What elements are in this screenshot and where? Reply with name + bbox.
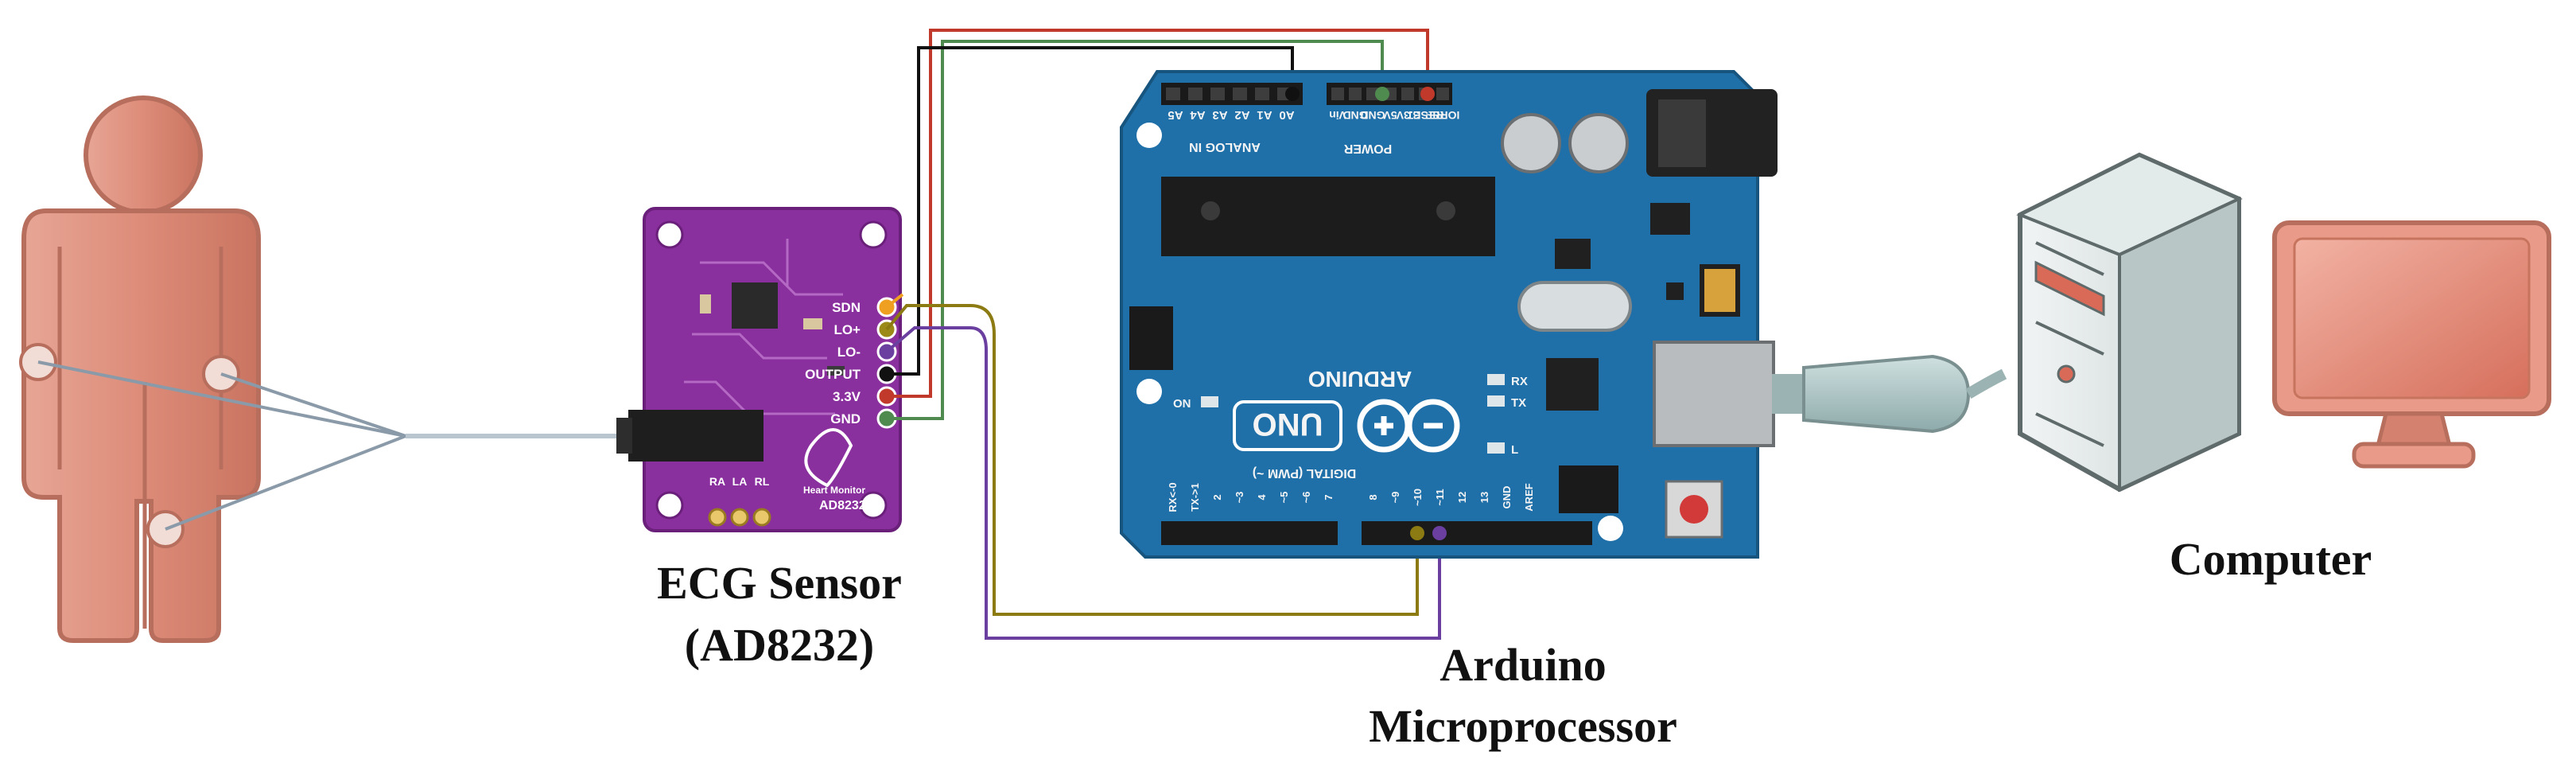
ecg-pin-sdn-label: SDN [832,300,861,315]
electrode-lead-wires [37,360,636,531]
arduino-pin-d1-label: TX->1 [1189,483,1201,512]
arduino-pin-d8-label: 8 [1367,494,1379,500]
ecg-pin-output-label: OUTPUT [805,367,861,382]
arduino-pin-vin-label: Vin [1329,109,1346,122]
computer-caption: Computer [2170,533,2372,585]
arduino-pin-d13-label: 13 [1478,492,1490,503]
ecg-pin-la-label: LA [732,475,748,488]
arduino-pin-d7-label: 7 [1323,494,1335,500]
ecg-pin-ra-label: RA [709,475,725,488]
arduino-pin-5v-label: 5V [1383,109,1397,122]
arduino-pin-a2-label: A2 [1234,108,1249,122]
arduino-pin-d11-label: ~11 [1434,489,1446,505]
computer-monitor-icon [2272,220,2551,469]
arduino-pin-d5-label: ~5 [1278,492,1290,504]
ecg-subtitle-label: Heart Monitor [803,485,865,496]
arduino-pin-d2-label: 2 [1211,494,1223,500]
arduino-reset-button-icon [1680,495,1708,524]
arduino-pin-a0-label: A0 [1279,108,1294,122]
arduino-pin-d6-label: ~6 [1300,492,1312,504]
arduino-model-label: UNO [1253,407,1323,442]
ecg-part-label: AD8232 [819,499,866,512]
arduino-pin-aref-label: AREF [1523,483,1535,511]
arduino-infinity-logo-icon [1357,399,1460,453]
arduino-pin-a1-label: A1 [1257,108,1272,122]
arduino-pin-reset-label: RESET [1406,109,1443,122]
arduino-logo-text: ARDUINO [1308,367,1412,391]
led-tx-label: TX [1511,396,1526,410]
wire-lo-plus [885,304,1419,616]
led-rx-label: RX [1511,375,1528,388]
arduino-board: A5 A4 A3 A2 A1 A0 ANALOG IN Vin GND GND … [1120,70,1778,559]
arduino-pin-gnd3-label: GND [1501,486,1513,509]
wire-3v3 [887,29,1429,398]
wire-output [887,46,1294,376]
arduino-pin-d3-label: ~3 [1234,492,1245,504]
ecg-sensor-caption: ECG Sensor [657,557,902,609]
arduino-pin-gnd1-label: GND [1342,109,1367,122]
arduino-pin-ioref-label: IOREF [1425,109,1459,122]
microprocessor-caption: Microprocessor [1369,700,1677,752]
power-header: POWER [1343,142,1392,155]
arduino-pin-d9-label: ~9 [1389,492,1401,504]
ecg-sensor-board: AD8232 Heart Monitor SDN LO+ LO- OUTPUT … [616,207,902,532]
led-on-label: ON [1173,397,1191,411]
ecg-pin-3v3-label: 3.3V [833,389,861,404]
arduino-pin-d0-label: RX<-0 [1167,482,1179,512]
ecg-pin-gnd-label: GND [830,411,861,427]
ecg-pin-lo-plus-label: LO+ [833,322,861,337]
ecg-pin-lo-minus-label: LO- [837,345,861,360]
arduino-pin-a4-label: A4 [1190,108,1206,122]
wire-gnd [887,40,1384,420]
ecg-sensor-model-caption: (AD8232) [685,619,874,671]
digital-header: DIGITAL (PWM ~) [1253,466,1357,480]
arduino-pin-gnd2-label: GND [1360,109,1385,122]
led-l-label: L [1511,443,1518,457]
usb-cable-icon [1772,354,2007,434]
arduino-pin-d12-label: 12 [1456,492,1468,503]
arduino-pin-d10-label: ~10 [1412,489,1424,506]
arduino-usb-port [1653,341,1775,447]
arduino-caption: Arduino [1440,639,1607,691]
arduino-pin-3v3-label: 3.3V [1396,109,1419,122]
computer-tower-icon [2016,152,2243,493]
arduino-pin-a5-label: A5 [1168,108,1183,122]
analog-in-header: ANALOG IN [1189,140,1261,154]
human-figure-icon [21,95,261,643]
wire-lo-minus [885,326,1441,640]
arduino-pin-a3-label: A3 [1212,108,1227,122]
ecg-pin-rl-label: RL [755,475,770,488]
arduino-pin-d4-label: 4 [1256,494,1268,501]
connection-wires [885,29,1441,640]
